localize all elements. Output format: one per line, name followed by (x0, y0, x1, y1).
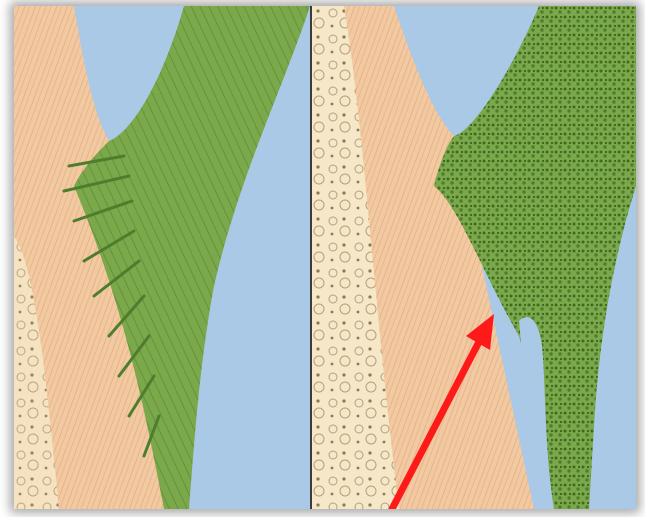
right-panel (312, 6, 636, 509)
tendon-bone-illustration (14, 6, 636, 509)
left-panel (14, 6, 310, 509)
figure-frame (14, 6, 636, 509)
